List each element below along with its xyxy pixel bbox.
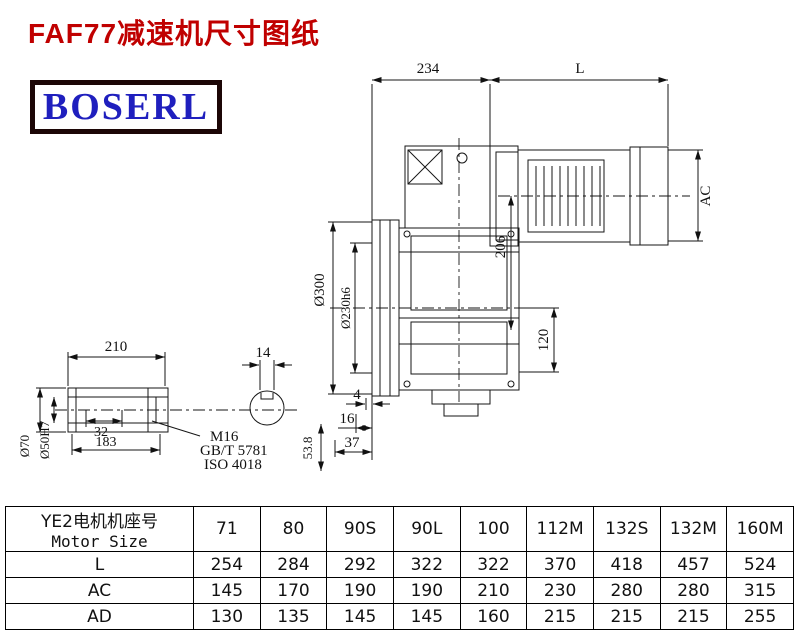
motor-size-table: YE2电机机座号 Motor Size 71 80 90S 90L 100 11… <box>5 506 794 630</box>
dim-32-label: 32 <box>94 425 108 440</box>
table-row-L: L 254 284 292 322 322 370 418 457 524 <box>5 551 794 578</box>
table-cell: 190 <box>392 577 461 604</box>
flange-dimension-geometry <box>328 196 559 395</box>
table-cell: 215 <box>592 603 661 630</box>
dim-50h7-label: Ø50H7 <box>37 420 52 459</box>
table-cell: 315 <box>726 577 794 604</box>
table-cell: 322 <box>392 551 461 578</box>
size-col-4: 90L <box>392 506 461 552</box>
gearbox-outline <box>398 138 520 417</box>
top-dimension-geometry <box>371 77 669 220</box>
size-col-1: 71 <box>193 506 261 552</box>
table-cell: 130 <box>193 603 261 630</box>
table-cell: 457 <box>659 551 728 578</box>
table-cell: 284 <box>259 551 328 578</box>
size-col-6: 112M <box>526 506 594 552</box>
standard-gb-label: GB/T 5781 <box>200 443 268 459</box>
key-section-outline <box>242 360 292 426</box>
motor-outline <box>489 145 690 247</box>
table-cell: 145 <box>392 603 461 630</box>
size-col-3: 90S <box>326 506 394 552</box>
table-cell: 524 <box>726 551 794 578</box>
thread-m16-label: M16 <box>210 429 239 445</box>
bottom-dimension-geometry <box>318 396 390 471</box>
ac-dimension-geometry <box>668 149 703 242</box>
dim-14-label: 14 <box>256 345 272 361</box>
table-cell: 254 <box>193 551 261 578</box>
dim-L-label: L <box>575 61 584 77</box>
dim-16-label: 16 <box>340 411 356 427</box>
table-cell: 280 <box>592 577 661 604</box>
boserl-logo: BOSERL <box>30 80 222 134</box>
table-row-AC: AC 145 170 190 190 210 230 280 280 315 <box>5 577 794 604</box>
table-cell: 145 <box>326 603 394 630</box>
size-col-9: 160M <box>726 506 794 552</box>
dim-4-label: 4 <box>353 387 361 403</box>
table-cell: 190 <box>326 577 394 604</box>
header-cn: YE2电机机座号 <box>41 512 158 532</box>
size-col-5: 100 <box>459 506 528 552</box>
dim-206-label: 206 <box>493 235 509 258</box>
table-cell: 370 <box>526 551 594 578</box>
page-title: FAF77减速机尺寸图纸 <box>28 18 321 49</box>
header-en: Motor Size <box>51 532 148 551</box>
table-header-row: YE2电机机座号 Motor Size 71 80 90S 90L 100 11… <box>5 506 794 552</box>
dim-234-label: 234 <box>417 61 440 77</box>
header-motor-size: YE2电机机座号 Motor Size <box>5 506 194 552</box>
dim-210-label: 210 <box>105 339 128 355</box>
table-cell: 280 <box>659 577 728 604</box>
table-cell: 215 <box>659 603 728 630</box>
row-label-L: L <box>5 551 194 578</box>
table-cell: 418 <box>592 551 661 578</box>
dim-53-8-label: 53.8 <box>300 437 315 460</box>
dim-AC-label: AC <box>698 186 714 207</box>
table-cell: 215 <box>526 603 594 630</box>
logo-text: BOSERL <box>42 86 210 128</box>
table-cell: 160 <box>459 603 528 630</box>
row-label-AD: AD <box>5 603 194 630</box>
shaft-detail-outline <box>36 352 300 455</box>
table-cell: 210 <box>459 577 528 604</box>
size-col-2: 80 <box>259 506 328 552</box>
dim-183-label: 183 <box>96 435 117 450</box>
dim-70-label: Ø70 <box>17 435 32 457</box>
table-cell: 145 <box>193 577 261 604</box>
row-label-AC: AC <box>5 577 194 604</box>
table-cell: 292 <box>326 551 394 578</box>
dim-230h6-label: Ø230h6 <box>338 287 353 329</box>
dim-37-label: 37 <box>345 435 361 451</box>
table-cell: 230 <box>526 577 594 604</box>
size-col-7: 132S <box>592 506 661 552</box>
standard-iso-label: ISO 4018 <box>204 457 262 473</box>
table-cell: 322 <box>459 551 528 578</box>
dim-300-label: Ø300 <box>312 273 328 306</box>
table-row-AD: AD 130 135 145 145 160 215 215 215 255 <box>5 603 794 630</box>
table-cell: 135 <box>259 603 328 630</box>
technical-drawing: 234 L AC 206 Ø300 Ø230h6 120 210 14 32 1… <box>17 61 714 473</box>
table-cell: 170 <box>259 577 328 604</box>
table-cell: 255 <box>726 603 794 630</box>
size-col-8: 132M <box>659 506 728 552</box>
dim-120-label: 120 <box>536 329 552 352</box>
